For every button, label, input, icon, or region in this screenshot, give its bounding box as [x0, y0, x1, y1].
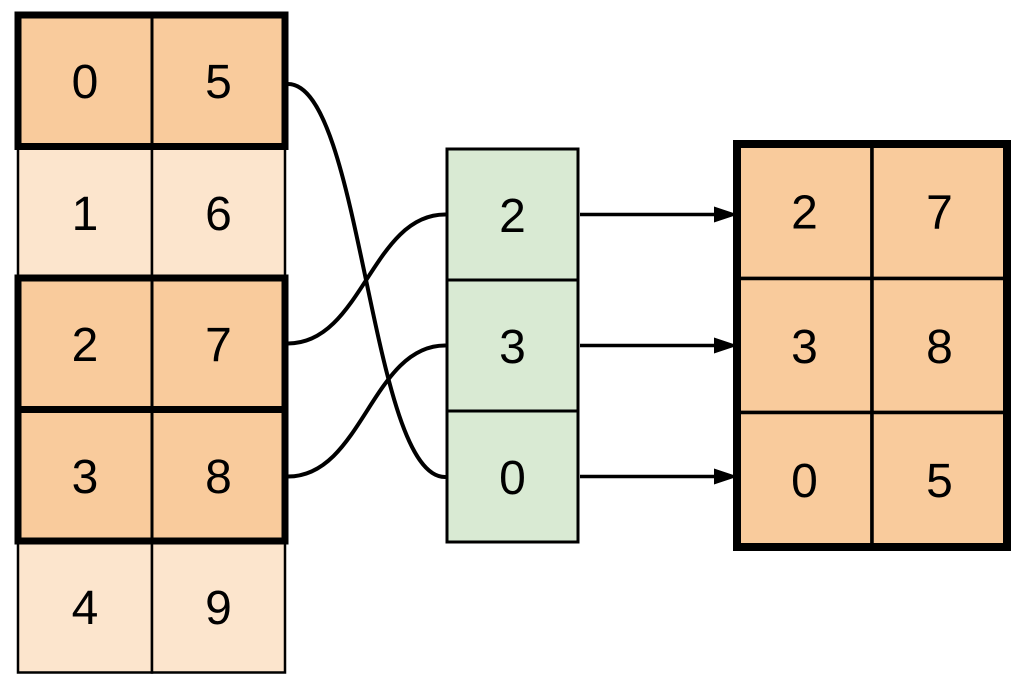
curve-source-row3-to-index-3: [286, 343, 447, 479]
result-value: 7: [926, 187, 953, 240]
source-value: 3: [72, 451, 99, 504]
result-table-border: [733, 140, 1011, 551]
source-row-3-highlight-border: [14, 406, 289, 545]
source-value: 0: [72, 56, 99, 109]
result-cell-0-1: [870, 142, 1009, 281]
source-value: 9: [205, 582, 232, 635]
source-value: 8: [205, 451, 232, 504]
arrow-index-0-to-result-row-0: [580, 206, 738, 223]
result-value: 2: [791, 187, 818, 240]
source-value: 4: [72, 582, 99, 635]
arrow-index-2-to-result-row-2: [580, 468, 738, 485]
curve-source-row2-to-index-2: [286, 212, 447, 346]
source-table: 0 5 1 6 2 7 3 8 4 9: [14, 11, 289, 674]
result-cell-1-0: [735, 276, 874, 415]
index-column: 2 3 0: [445, 147, 580, 544]
source-row-0: [14, 11, 289, 150]
source-cell-1-0: [16, 145, 154, 280]
arrowhead-icon: [714, 337, 738, 354]
result-table: 2 7 3 8 0 5: [733, 140, 1011, 551]
source-value: 6: [205, 188, 232, 241]
result-cell-2-1: [870, 410, 1009, 549]
index-cell-1: [445, 278, 580, 413]
result-value: 3: [791, 321, 818, 374]
arrows: [580, 206, 738, 485]
source-cell-4-1: [150, 539, 287, 674]
index-value: 0: [499, 452, 526, 505]
connection-curves: [286, 82, 447, 479]
source-row-1: [16, 145, 287, 280]
index-value: 3: [499, 321, 526, 374]
source-row-2: [14, 274, 289, 413]
source-value: 7: [205, 319, 232, 372]
source-cell-2-1: [150, 276, 287, 411]
result-value: 0: [791, 455, 818, 508]
index-cell-0: [445, 147, 580, 282]
source-cell-1-1: [150, 145, 287, 280]
source-row-0-highlight-border: [14, 11, 289, 150]
arrowhead-icon: [714, 206, 738, 223]
arrow-index-1-to-result-row-1: [580, 337, 738, 354]
index-cell-2: [445, 409, 580, 544]
index-value: 2: [499, 190, 526, 243]
source-row-3: [14, 406, 289, 545]
result-cell-1-1: [870, 276, 1009, 415]
result-value: 5: [926, 455, 953, 508]
source-row-4: [16, 539, 287, 674]
source-value: 2: [72, 319, 99, 372]
source-cell-0-1: [150, 13, 287, 148]
result-value: 8: [926, 321, 953, 374]
source-value: 1: [72, 188, 99, 241]
arrowhead-icon: [714, 468, 738, 485]
source-value: 5: [205, 56, 232, 109]
